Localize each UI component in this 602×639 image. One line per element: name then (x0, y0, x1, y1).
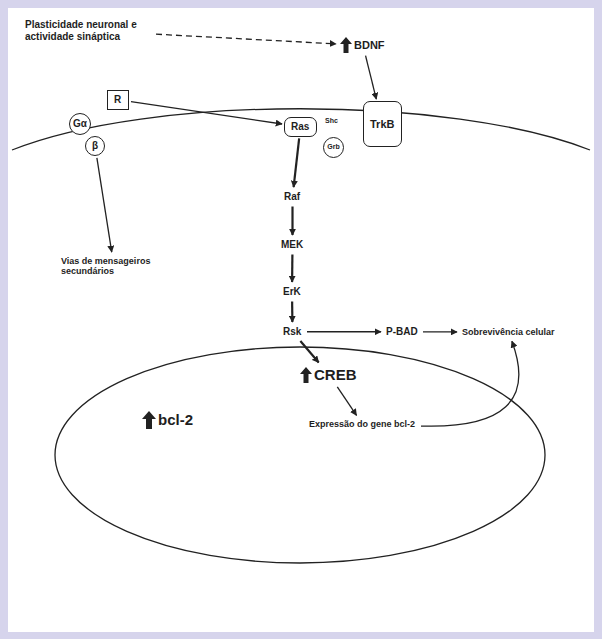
node-text: Raf (284, 191, 301, 203)
kinase-label: Rsk (280, 324, 305, 340)
connector-arrow (291, 207, 293, 236)
protein-circle: β (85, 136, 105, 156)
connector-arrow (97, 158, 112, 252)
transcription-factor: CREB (298, 364, 360, 385)
node-text: Rsk (283, 326, 302, 338)
connector-arrow (294, 138, 300, 187)
node-text: CREB (314, 366, 357, 383)
protein-box: Ras (284, 117, 317, 137)
node-text: Gα (73, 118, 87, 130)
outcome-label: Sobrevivência celular (459, 325, 558, 339)
connector-arrow (307, 331, 381, 332)
node-text: R (114, 94, 122, 106)
pathway-note: Vias de mensageiros secundários (58, 254, 170, 279)
node-text: ErK (283, 286, 301, 298)
protein-label: Shc (324, 117, 339, 124)
protein-label: P-BAD (383, 324, 421, 340)
connector-arrow (291, 301, 293, 322)
process-label: Expressão do gene bcl-2 (306, 417, 419, 431)
connector-arrow (291, 254, 293, 282)
increase-arrow (142, 411, 156, 429)
node-text: Grb (327, 143, 339, 151)
nucleus-outline (55, 347, 545, 563)
increase-arrow (300, 367, 312, 383)
factor-label: BDNF (338, 37, 388, 54)
node-text: Ras (291, 121, 310, 133)
node-text: Sobrevivência celular (462, 327, 555, 337)
receptor-box: TrkB (363, 101, 402, 147)
node-text: TrkB (370, 118, 394, 131)
kinase-label: ErK (280, 284, 304, 300)
white-panel (8, 8, 594, 632)
node-text: bcl-2 (158, 411, 194, 428)
connector-arrow (156, 34, 336, 44)
node-text: MEK (281, 239, 304, 251)
connector-arrow (131, 102, 282, 124)
node-text: P-BAD (386, 326, 418, 338)
connector-arrow (300, 341, 318, 362)
connector-arrow (337, 387, 356, 415)
kinase-label: MEK (278, 237, 307, 253)
connector-arrow (421, 341, 519, 426)
receptor-box: R (107, 90, 129, 110)
increase-arrow (340, 37, 352, 53)
node-text: BDNF (354, 39, 385, 52)
adaptor-circle: Grb (323, 137, 344, 158)
node-text: Plasticidade neuronal e actividade sináp… (25, 19, 151, 42)
connector-arrow (423, 331, 457, 332)
node-text: Expressão do gene bcl-2 (309, 419, 416, 429)
protein-circle: Gα (69, 113, 91, 135)
kinase-label: Raf (281, 189, 304, 205)
connector-arrow (366, 56, 377, 99)
context-note: Plasticidade neuronal e actividade sináp… (22, 17, 154, 44)
node-text: Vias de mensageiros secundários (61, 256, 167, 277)
node-text: β (92, 140, 98, 152)
gene-label: bcl-2 (140, 409, 197, 430)
